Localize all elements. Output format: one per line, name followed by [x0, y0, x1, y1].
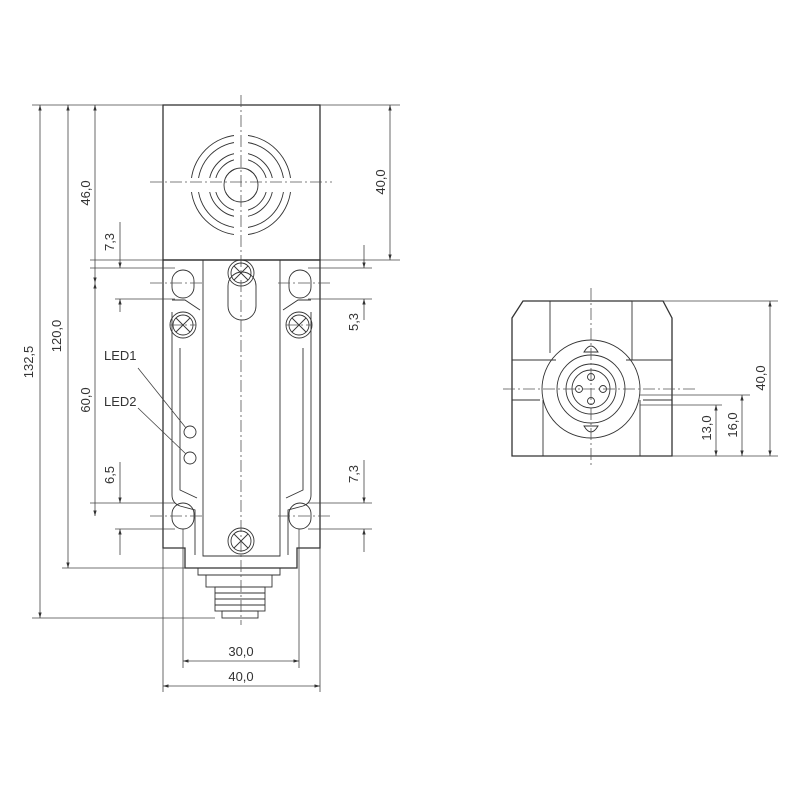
side-housing [511, 300, 673, 457]
led2-label: LED2 [104, 394, 137, 409]
connector-plug [197, 568, 281, 619]
mounting-hole [171, 269, 195, 299]
mounting-hole [288, 269, 312, 299]
dim-side-height: 40,0 [753, 365, 768, 390]
dim-head-right-height: 40,0 [373, 169, 388, 194]
led1-indicator [183, 425, 197, 439]
dim-hole-spacing: 60,0 [78, 387, 93, 412]
led1-label: LED1 [104, 348, 137, 363]
led2-indicator [183, 451, 197, 465]
housing-body [162, 259, 321, 569]
dim-overall-width: 40,0 [228, 669, 253, 684]
dim-axis-height: 13,0 [699, 415, 714, 440]
dim-housing-length: 120,0 [49, 320, 64, 353]
dim-head-height: 46,0 [78, 180, 93, 205]
dim-right-upper-offset: 5,3 [346, 313, 361, 331]
side-view: 40,0 16,0 13,0 [503, 288, 778, 466]
dim-hole-pitch-width: 30,0 [228, 644, 253, 659]
front-view: 132,5 120,0 46,0 60,0 7,3 6,5 40,0 5,3 7… [21, 95, 400, 692]
dim-overall-length: 132,5 [21, 346, 36, 379]
dim-lower-hole-offset: 6,5 [102, 466, 117, 484]
dim-connector-height: 16,0 [725, 412, 740, 437]
screw-icon [227, 259, 255, 287]
dim-upper-hole-offset: 7,3 [102, 233, 117, 251]
adjust-slot [227, 271, 257, 321]
dim-right-lower-offset: 7,3 [346, 465, 361, 483]
